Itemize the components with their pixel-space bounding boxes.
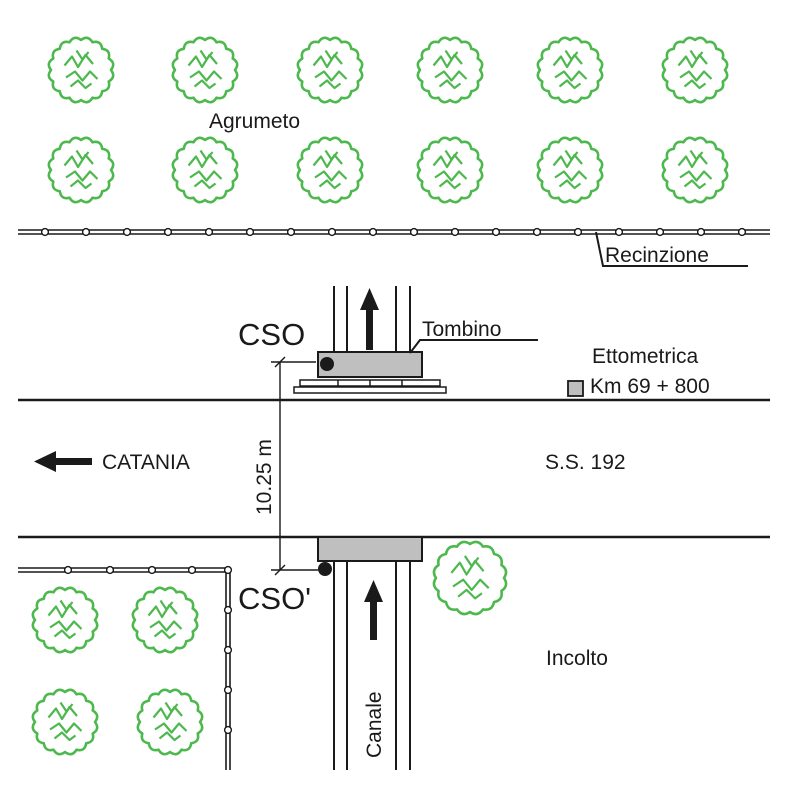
cso-label: CSO [238, 317, 305, 352]
fence-post-icon [81, 227, 91, 237]
culvert-north [293, 351, 447, 394]
fence-top [18, 227, 770, 237]
cso-prime-label: CSO' [238, 581, 311, 616]
fence-post-icon [163, 227, 173, 237]
catania-label: CATANIA [102, 451, 190, 474]
fence-post-icon [223, 645, 233, 655]
tree-icon [136, 688, 204, 756]
road-label: S.S. 192 [545, 451, 626, 474]
tree-icon [661, 136, 729, 204]
recinzione-label: Recinzione [605, 244, 709, 267]
fence-post-icon [204, 227, 214, 237]
tree-icon [661, 36, 729, 104]
fence-post-icon [614, 227, 624, 237]
distance-label: 10.25 m [253, 439, 276, 515]
ettometrica-label: Ettometrica [592, 345, 699, 368]
uncultivated-trees [31, 540, 508, 756]
fence-bottom-left [18, 565, 233, 770]
culvert-south [317, 536, 423, 562]
fence-post-icon [450, 227, 460, 237]
fence-post-icon [655, 227, 665, 237]
fence-post-icon [147, 565, 157, 575]
fence-post-icon [491, 227, 501, 237]
fence-post-icon [532, 227, 542, 237]
tree-icon [171, 136, 239, 204]
tree-icon [432, 540, 508, 616]
tree-icon [31, 688, 99, 756]
tree-icon [47, 36, 115, 104]
fence-post-icon [187, 565, 197, 575]
fence-post-icon [122, 227, 132, 237]
fence-post-icon [245, 227, 255, 237]
tree-icon [416, 36, 484, 104]
tree-icon [416, 136, 484, 204]
canale-label: Canale [363, 691, 386, 758]
fence-post-icon [223, 725, 233, 735]
fence-post-icon [327, 227, 337, 237]
tombino-leader [409, 339, 538, 354]
direction-arrow-left-icon [34, 451, 92, 472]
canal-south [333, 561, 411, 770]
agrumeto-label: Agrumeto [209, 110, 300, 133]
cso-prime-point-icon [318, 562, 332, 576]
fence-post-icon [737, 227, 747, 237]
incolto-label: Incolto [546, 647, 608, 670]
fence-post-icon [63, 565, 73, 575]
fence-post-icon [105, 565, 115, 575]
recinzione-leader [595, 231, 748, 267]
fence-post-icon [409, 227, 419, 237]
fence-post-icon [696, 227, 706, 237]
dimension-line [271, 356, 318, 576]
tree-icon [171, 36, 239, 104]
tree-icon [47, 136, 115, 204]
flow-arrow-north-icon [360, 288, 379, 350]
orchard-trees [47, 36, 729, 204]
tree-icon [536, 36, 604, 104]
km-label: Km 69 + 800 [590, 375, 710, 398]
hectometric-marker-icon [567, 380, 584, 397]
cso-point-icon [320, 357, 334, 371]
flow-arrow-south-icon [364, 580, 383, 640]
fence-post-icon [223, 605, 233, 615]
fence-post-icon [223, 565, 233, 575]
tree-icon [296, 36, 364, 104]
tree-icon [31, 586, 99, 654]
tree-icon [536, 136, 604, 204]
fence-post-icon [286, 227, 296, 237]
fence-post-icon [223, 685, 233, 695]
tree-icon [296, 136, 364, 204]
fence-post-icon [40, 227, 50, 237]
tombino-label: Tombino [422, 318, 501, 341]
fence-post-icon [573, 227, 583, 237]
tree-icon [131, 586, 199, 654]
fence-post-icon [368, 227, 378, 237]
canal-north [333, 286, 411, 352]
